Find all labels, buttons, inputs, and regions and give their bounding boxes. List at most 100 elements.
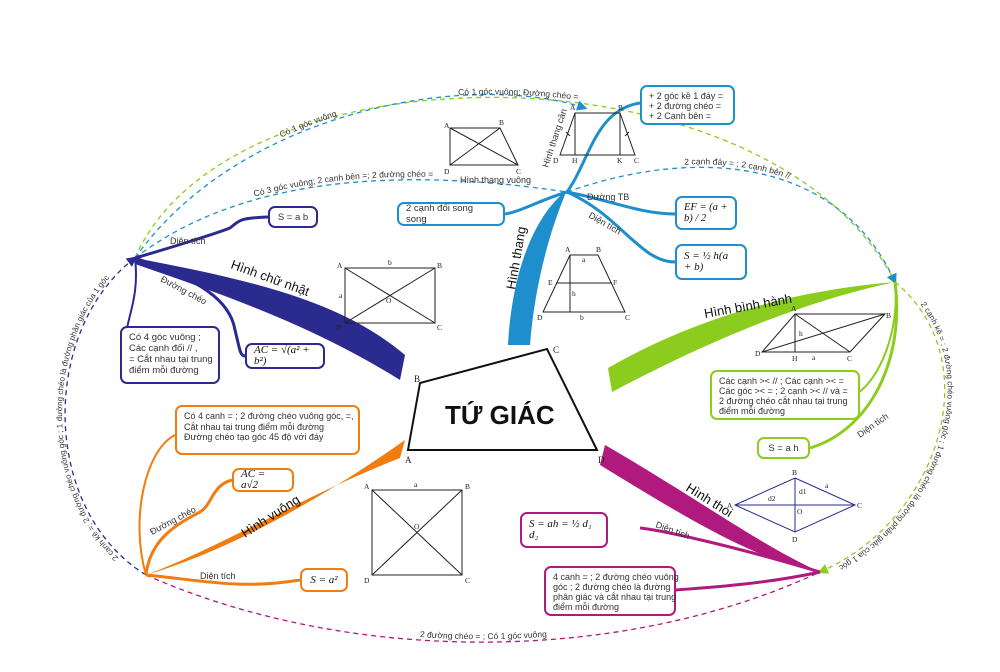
rhombus-fig-o: O [797, 507, 803, 516]
relation-square-to-rectangle [64, 257, 147, 576]
para-fig-height: h [799, 329, 803, 338]
rhombus-fig-c: C [857, 501, 862, 510]
square-fig-o: O [414, 522, 420, 531]
rect-area-connector [134, 215, 269, 260]
rhombus-fig-d1: d1 [799, 487, 807, 496]
square-fig-a: A [364, 482, 370, 491]
rect-prop-2: Các cạnh đối // , [129, 343, 198, 354]
rect-diagonal-connector [134, 256, 246, 358]
rhombus-props-box: 4 canh = ; 2 đường chéo vuông góc ; 2 đư… [544, 566, 679, 616]
para-fig-base: a [812, 353, 816, 362]
trap-area-box: S = ½ h(a + b) [675, 244, 747, 280]
isosceles-trapezoid-figure [559, 112, 636, 156]
square-diagonal-box: AC = a√2 [232, 468, 294, 492]
para-fig-c: C [847, 354, 852, 363]
para-prop-1: Các cạnh >< // ; Các cạnh >< = [719, 376, 844, 386]
rhombus-props-connector [675, 570, 821, 592]
trap-area-formula: S = ½ h(a + b) [684, 250, 729, 273]
rectangle-branch [135, 258, 405, 380]
rhombus-prop-1: 4 canh = ; 2 đường chéo vuông [553, 572, 679, 582]
rtrap-fig-c: C [516, 167, 521, 176]
rhombus-area-box: S = ah = ½ d₁ d₂ [520, 512, 608, 548]
para-area-box: S = a h [757, 437, 810, 459]
para-area-connector [809, 281, 899, 450]
rhombus-figure [733, 477, 857, 533]
relation-top-outer-label: Có 1 góc vuông; Đường chéo = [458, 86, 579, 101]
rhombus-prop-2: góc ; 2 đường chéo là đường [553, 582, 671, 592]
square-area-connector [145, 573, 301, 586]
square-diagonal-connector [144, 478, 233, 576]
svg-text:Có 1 góc vuông; Đường chéo =: Có 1 góc vuông; Đường chéo = [458, 86, 579, 101]
rect-area-box: S = a b [268, 206, 318, 228]
rhombus-area-connector [639, 526, 821, 574]
rect-fig-a: A [337, 261, 343, 270]
square-fig-c: C [465, 576, 470, 585]
rhombus-fig-side: a [825, 481, 829, 490]
square-figure [371, 489, 463, 576]
svg-text:Có 1 góc vuông: Có 1 góc vuông [278, 108, 338, 139]
rect-prop-1: Có 4 góc vuông ; [129, 332, 201, 343]
para-prop-3: 2 đường chéo cắt nhau tại trung [719, 396, 848, 406]
parallelogram-figure [760, 313, 887, 353]
mtrap-fig-c: C [625, 313, 630, 322]
rhombus-fig-d2: d2 [768, 494, 776, 503]
mtrap-fig-bottom: b [580, 313, 584, 322]
rhombus-fig-d: D [792, 535, 798, 544]
rect-diagonal-formula: AC = √(a² + b²) [254, 344, 310, 367]
trap-definition-box: 2 cạnh đối song song [397, 202, 505, 226]
para-props-connector [854, 281, 897, 396]
itrap-fig-c: C [634, 156, 639, 165]
mtrap-fig-b: B [596, 245, 601, 254]
relation-parallelogram-to-rhombus [819, 281, 946, 573]
para-area-formula: S = a h [768, 442, 799, 454]
rhombus-area-label: Diện tích [654, 519, 691, 541]
rect-prop-4: điểm mỗi đường [129, 365, 199, 376]
rhombus-fig-b: B [792, 468, 797, 477]
square-fig-side: a [414, 480, 418, 489]
svg-text:2 cạnh đáy = ; 2 cạnh bên //: 2 cạnh đáy = ; 2 cạnh bên // [684, 156, 793, 181]
rhombus-prop-4: điểm mỗi đường [553, 602, 619, 612]
rect-diagonal-box: AC = √(a² + b²) [245, 343, 325, 369]
rtrap-fig-a: A [444, 121, 450, 130]
trap-midline-label: Đường TB [587, 192, 629, 202]
mtrap-fig-f: F [613, 278, 617, 287]
itrap-fig-h: H [572, 156, 578, 165]
itrap-fig-b: B [618, 103, 623, 112]
relation-top-mid-label: Có 1 góc vuông [278, 108, 338, 139]
trap-midline-formula: EF = (a + b) / 2 [684, 202, 728, 224]
mtrap-fig-a: A [565, 245, 571, 254]
rtrap-fig-b: B [499, 118, 504, 127]
trap-definition: 2 cạnh đối song song [406, 203, 474, 225]
square-diagonal-label: Đường chéo [148, 504, 197, 537]
square-area-label: Diện tích [200, 571, 236, 581]
rect-fig-top: b [388, 258, 392, 267]
itrap-fig-a: A [570, 103, 576, 112]
center-vertex-a: A [405, 455, 412, 465]
para-fig-b: B [886, 311, 891, 320]
rect-area-label: Diện tích [170, 236, 206, 246]
mtrap-fig-e: E [548, 278, 553, 287]
itrap-fig-k: K [617, 156, 623, 165]
svg-text:2 đường chéo = ; Có 1 góc vuôn: 2 đường chéo = ; Có 1 góc vuông [420, 629, 548, 641]
square-area-box: S = a² [300, 568, 348, 592]
rect-fig-b: B [437, 261, 442, 270]
para-prop-4: điểm mỗi đường [719, 406, 785, 416]
trap-iso-prop-2: + 2 đường chéo = [649, 101, 721, 111]
para-fig-d: D [755, 349, 761, 358]
center-title: TỨ GIÁC [445, 400, 555, 430]
center-vertex-c: C [553, 345, 559, 355]
center-quadrilateral [406, 347, 599, 451]
trap-midline-connector [566, 190, 676, 216]
relation-top-inner-label: Có 3 góc vuông; 2 canh bên =; 2 đường ch… [252, 169, 433, 199]
trap-iso-prop-3: + 2 Cạnh bên = [649, 111, 712, 121]
rect-fig-c: C [437, 323, 442, 332]
rect-fig-side: a [339, 291, 343, 300]
rectangle-figure [344, 267, 436, 324]
right-trapezoid-figure [449, 127, 519, 166]
rect-area-formula: S = a b [277, 211, 309, 223]
trap-definition-connector [504, 190, 568, 216]
square-props-box: Có 4 canh = ; 2 đường chéo vuông góc, =,… [175, 405, 360, 455]
rect-prop-3: = Cắt nhau tại trung [129, 354, 213, 365]
para-fig-a: A [791, 304, 797, 313]
trap-midline-box: EF = (a + b) / 2 [675, 196, 737, 230]
